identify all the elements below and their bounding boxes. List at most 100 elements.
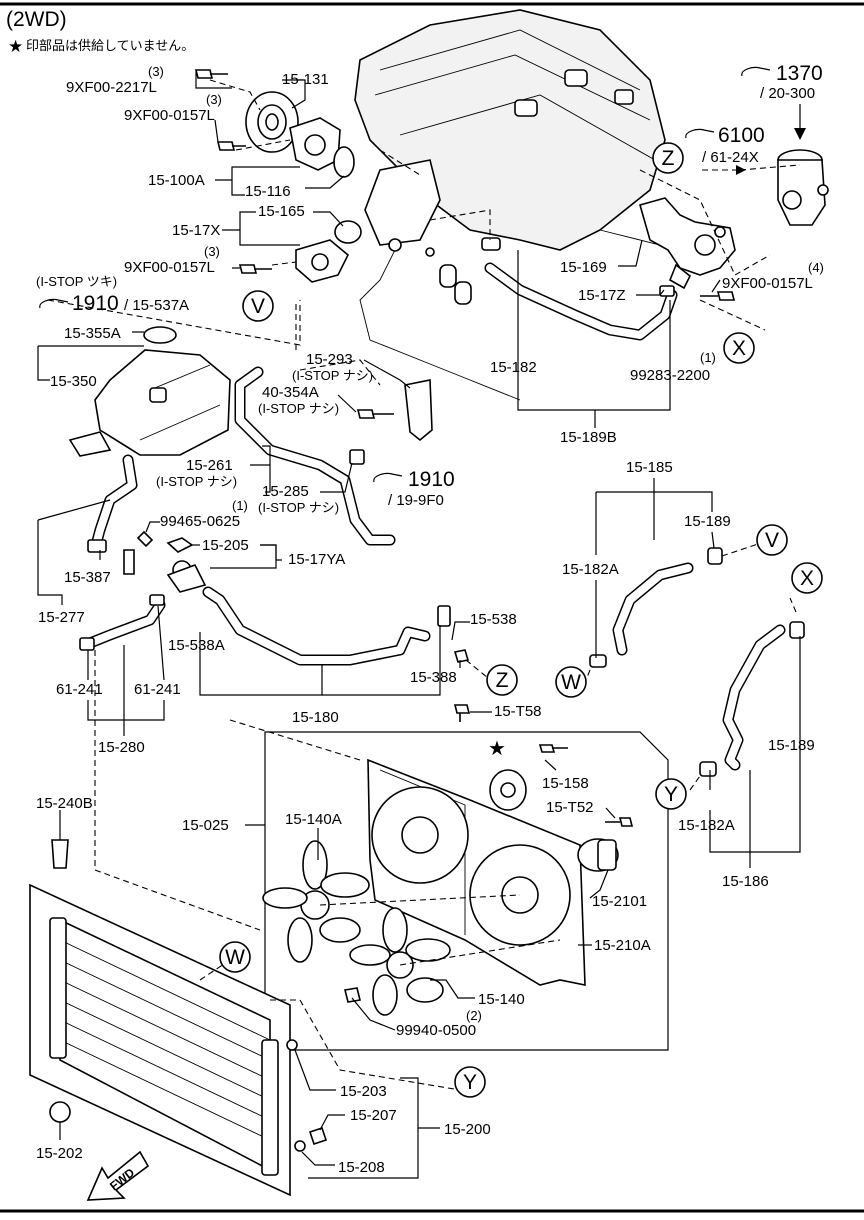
leader-line-23: [87, 700, 165, 721]
marker-w-radiator: W: [219, 941, 251, 973]
water-pipe-15-17ya: [166, 560, 207, 593]
part-number-15-207: 15-207: [350, 1107, 397, 1124]
part-number-99465-0625: 99465-0625: [160, 513, 240, 530]
radiator-15-200: [29, 883, 291, 1197]
istop-tsuki-note: (I-STOP ツキ): [36, 274, 117, 289]
marker-z-mid: Z: [486, 664, 518, 696]
screw-15-t58: [453, 704, 471, 722]
part-number-61-241-a: 61-241: [56, 681, 103, 698]
arrowhead-icon: [736, 165, 746, 175]
water-outlet-housing: [295, 220, 362, 283]
marker-y-radiator: Y: [454, 1066, 486, 1098]
nut-15-388: [453, 649, 470, 663]
book-icon: [373, 472, 403, 483]
leader-dash-15: [299, 359, 381, 386]
leader-line-44: [301, 1151, 335, 1166]
leader-line-2: [282, 79, 306, 109]
svg-text:W: W: [225, 946, 245, 969]
book-icon: [685, 128, 715, 139]
leader-line-10: [37, 346, 50, 381]
part-number-15-293: 15-293: [306, 351, 353, 368]
part-number-99940-0500: 99940-0500: [396, 1022, 476, 1039]
leader-line-45b: [308, 1128, 419, 1179]
ref-6100-sub: / 61-24X: [702, 149, 759, 166]
variant-title: (2WD): [6, 8, 67, 31]
svg-text:Y: Y: [664, 783, 678, 806]
part-number-15-202: 15-202: [36, 1145, 83, 1162]
hose-15-185: [612, 562, 694, 656]
part-number-15-200: 15-200: [444, 1121, 491, 1138]
leader-dash-z: [465, 659, 489, 679]
part-number-15-165: 15-165: [258, 203, 305, 220]
leader-line-39: [351, 997, 396, 1031]
leader-line-30: [749, 636, 801, 853]
part-number-15-261: 15-261: [186, 457, 233, 474]
bracket-15-293: [404, 379, 433, 442]
leader-dash-2: [235, 139, 291, 151]
reference-1370: 1370 / 20-300: [741, 62, 823, 140]
star-icon-marker: ★: [488, 738, 506, 760]
svg-text:V: V: [251, 295, 265, 318]
ref-1910a-number: 1910: [72, 292, 119, 315]
fan-blade-15-140a: [262, 840, 370, 963]
hose-clamp-15-387: [87, 539, 107, 553]
part-number-15-388: 15-388: [410, 669, 457, 686]
hose-15-180: [202, 586, 431, 666]
leader-dash-x: [789, 597, 797, 613]
fitting-15-538: [437, 605, 451, 627]
leader-line-25: [618, 239, 643, 267]
marker-y-right: Y: [655, 778, 687, 810]
bolt-40-354a: [356, 409, 394, 419]
leader-line-20b: [322, 625, 441, 696]
part-number-15-025: 15-025: [182, 817, 229, 834]
bolt-9xf00-2217l: [194, 69, 228, 79]
engine-block-illustration: [354, 9, 701, 401]
leader-line-20: [199, 632, 323, 696]
leader-dash-14: [229, 719, 361, 761]
leader-line-28: [517, 355, 671, 411]
leader-line-1: [195, 70, 232, 89]
clamp-61-241-a: [149, 594, 165, 606]
leader-dash-9: [94, 650, 261, 931]
plug-15-207: [308, 1126, 328, 1146]
part-number-15-158: 15-158: [542, 775, 589, 792]
istop-nashi-note: (I-STOP ナシ): [292, 368, 373, 383]
leader-line-13: [250, 464, 271, 493]
leader-line-42: [294, 1049, 336, 1091]
ref-1910a-sub: / 15-537A: [124, 297, 189, 314]
bushing-15-202: [49, 1101, 71, 1123]
qty-label: (1): [700, 350, 716, 365]
arrowhead-icon: [794, 128, 806, 140]
part-number-15-277: 15-277: [38, 609, 85, 626]
part-number-15-140a: 15-140A: [285, 811, 342, 828]
clamp-15-182a-a: [589, 654, 607, 668]
nut-99940-0500: [344, 987, 361, 1003]
qty-label: (3): [204, 244, 220, 259]
part-number-15-210a: 15-210A: [594, 937, 651, 954]
qty-label: (2): [466, 1008, 482, 1023]
part-number-9xf00-2217l: 9XF00-2217L: [66, 79, 157, 96]
part-number-9xf00-0157l-a: 9XF00-0157L: [124, 107, 215, 124]
marker-v-left: V: [242, 290, 274, 322]
part-number-15-169: 15-169: [560, 259, 607, 276]
leader-line-27: [711, 279, 721, 293]
leader-line-5: [305, 175, 345, 189]
marker-x-top: X: [723, 332, 755, 364]
fan-motor-15-2101: [577, 838, 619, 872]
leader-line-6: [313, 211, 344, 227]
part-number-15-17z: 15-17Z: [578, 287, 626, 304]
part-number-15-140: 15-140: [478, 991, 525, 1008]
leader-line-7b: [239, 230, 300, 246]
forward-direction-arrow: FWD: [86, 1150, 150, 1201]
leader-line-29e: [711, 531, 715, 549]
part-number-15-100a: 15-100A: [148, 172, 205, 189]
part-number-15-2101: 15-2101: [592, 893, 647, 910]
water-pump-pulley: [245, 91, 299, 153]
part-number-15-t58: 15-T58: [494, 703, 542, 720]
leader-dash-7: [639, 169, 771, 276]
svg-text:X: X: [732, 337, 746, 360]
marker-v-right: V: [756, 524, 788, 556]
part-number-15-189-a: 15-189: [684, 513, 731, 530]
fan-blade-15-140: [349, 907, 451, 1016]
